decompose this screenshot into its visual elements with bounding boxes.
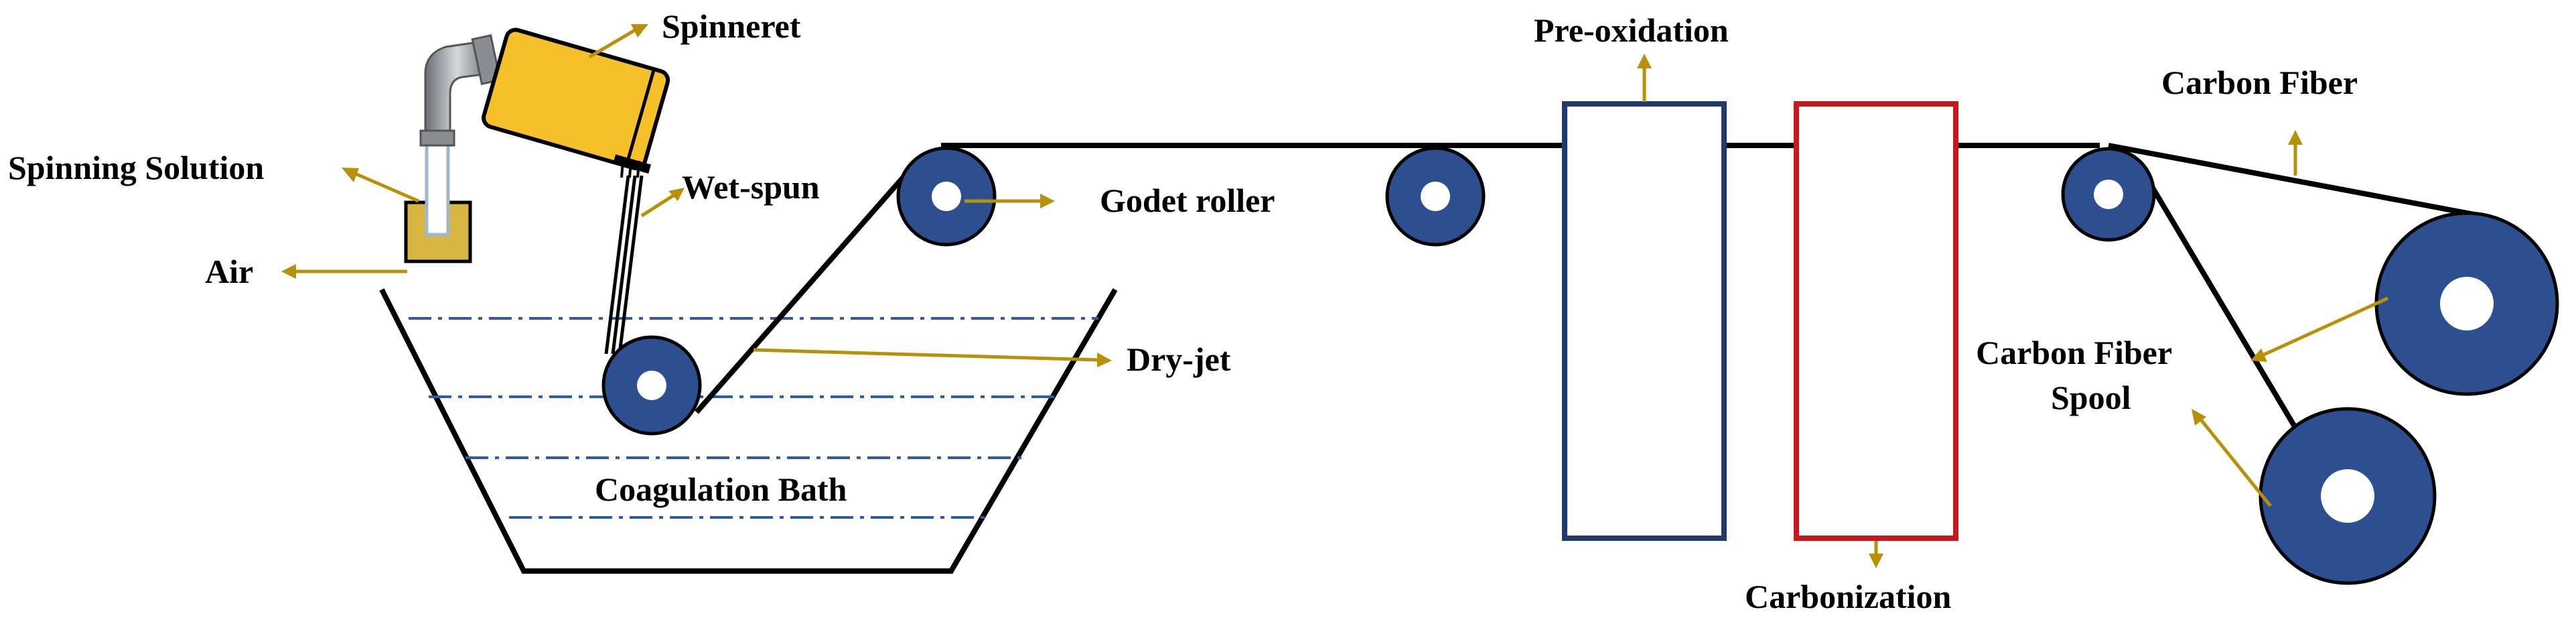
label-spinning-solution: Spinning Solution bbox=[8, 149, 264, 186]
label-spinneret: Spinneret bbox=[662, 7, 801, 45]
spinneret bbox=[482, 27, 670, 174]
label-godet-roller: Godet roller bbox=[1100, 182, 1275, 219]
label-carbonization: Carbonization bbox=[1745, 578, 1952, 615]
label-carbon-fiber-spool-line2: Spool bbox=[2051, 379, 2131, 416]
carbon-fiber-spool-2 bbox=[2259, 407, 2437, 585]
annotation-arrows bbox=[281, 24, 2389, 568]
spinneret-nozzles bbox=[620, 160, 640, 178]
label-wet-spun: Wet-spun bbox=[682, 168, 820, 206]
label-carbon-fiber-spool-line1: Carbon Fiber bbox=[1976, 334, 2172, 371]
roller-bath bbox=[601, 335, 702, 436]
godet-roller-1 bbox=[896, 146, 997, 247]
spinning-solution-reservoir bbox=[404, 34, 502, 263]
label-carbon-fiber: Carbon Fiber bbox=[2161, 64, 2358, 101]
godet-roller-2 bbox=[1385, 146, 1486, 247]
label-dry-jet: Dry-jet bbox=[1127, 340, 1231, 378]
carbon-fiber-spool-1 bbox=[2374, 211, 2559, 396]
label-air: Air bbox=[205, 253, 253, 290]
coagulation-bath bbox=[379, 288, 1118, 574]
carbonization-furnace bbox=[1794, 101, 1958, 541]
godet-roller-3 bbox=[2061, 147, 2156, 242]
label-coagulation-bath: Coagulation Bath bbox=[595, 471, 847, 508]
pre-oxidation-oven bbox=[1562, 101, 1727, 541]
label-pre-oxidation: Pre-oxidation bbox=[1534, 11, 1729, 49]
